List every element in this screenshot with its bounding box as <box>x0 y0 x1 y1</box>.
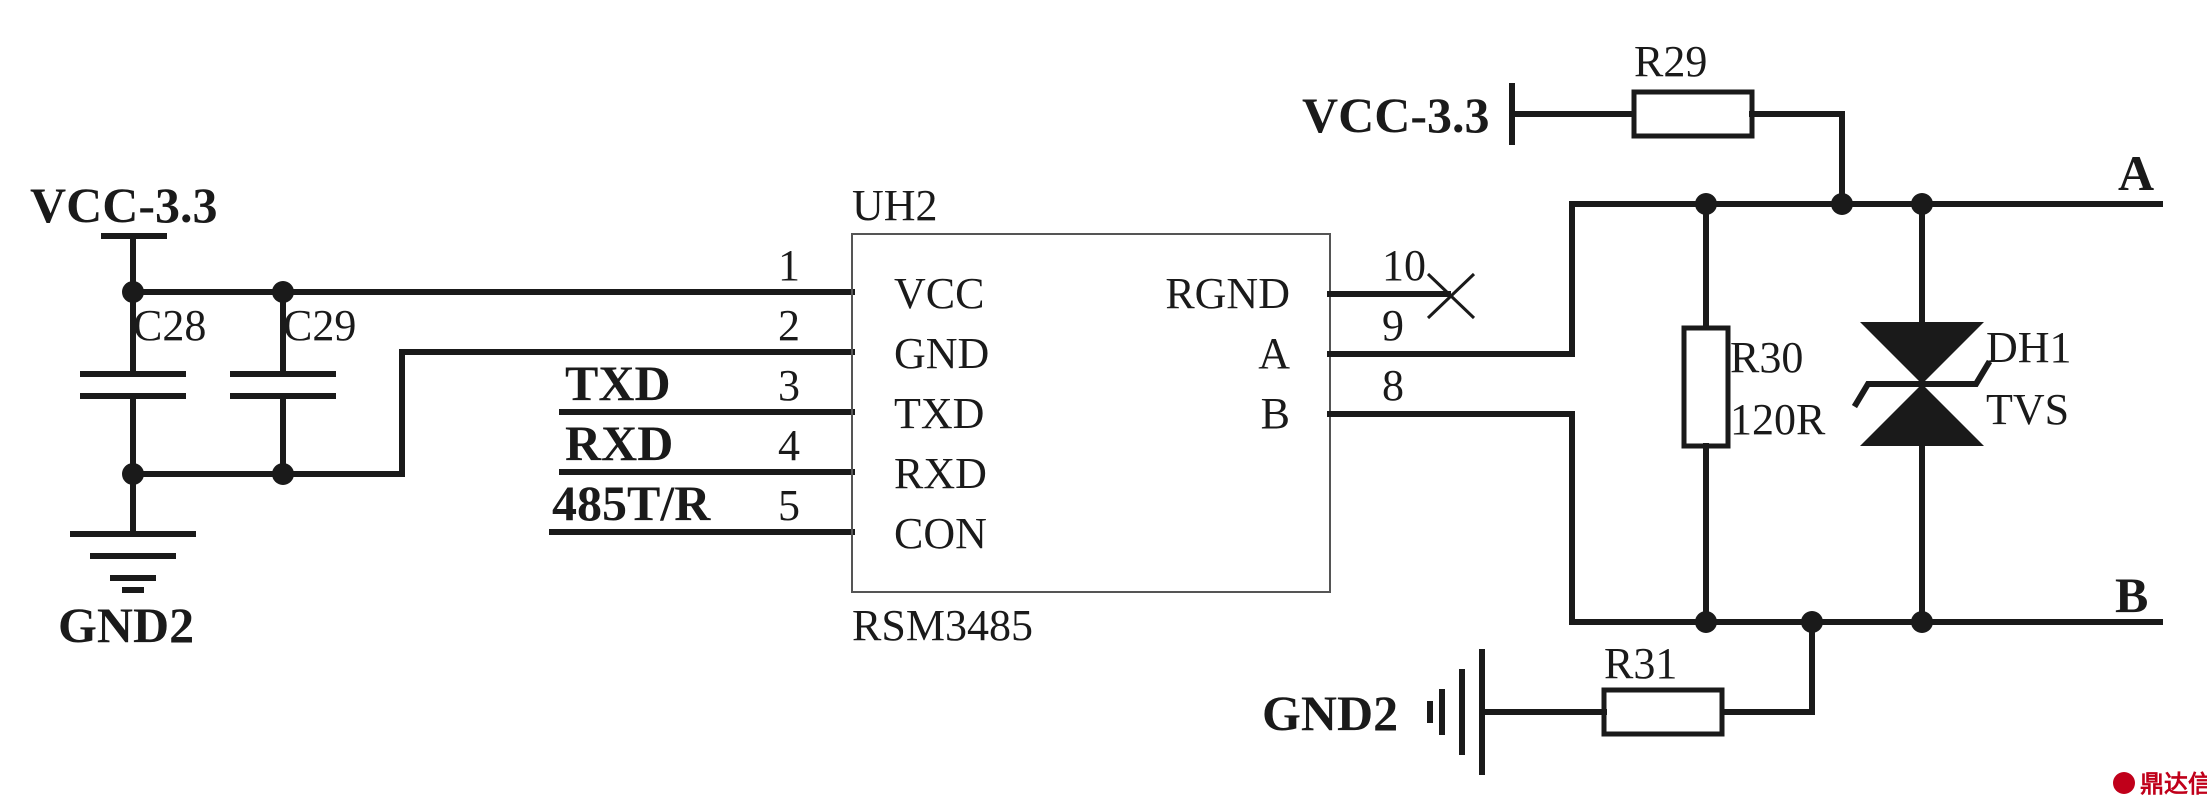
r30-label: R30 <box>1730 333 1803 382</box>
right-pin-wires: 10 9 8 A B <box>1327 145 2163 625</box>
pin-8-number: 8 <box>1382 361 1404 410</box>
junction-b-tvs <box>1911 611 1933 633</box>
pin-4-number: 4 <box>778 421 800 470</box>
left-power-section: VCC-3.3 C28 C29 <box>30 177 855 653</box>
output-b-label: B <box>2115 567 2148 623</box>
pin-1-number: 1 <box>778 241 800 290</box>
c28-label: C28 <box>133 301 206 350</box>
pin-vcc-name: VCC <box>894 269 984 318</box>
gnd-pin-wire <box>399 349 855 477</box>
junction-b-r30 <box>1695 611 1717 633</box>
dh1-label: DH1 <box>1986 323 2072 372</box>
pin-a-name: A <box>1258 329 1290 378</box>
pin-5-number: 5 <box>778 481 800 530</box>
resistor-r29: R29 VCC-3.3 <box>1302 37 1845 207</box>
junction-a-tvs <box>1911 193 1933 215</box>
tvs-bar <box>1851 359 1993 409</box>
watermark-text: 鼎达信 <box>2140 770 2207 798</box>
resistor-r30: R30 120R <box>1681 201 1826 625</box>
junction-c29-bottom <box>272 463 294 485</box>
line-a-wire <box>1327 201 2163 357</box>
left-signal-wires: TXD RXD 485T/R 1 2 3 4 5 <box>549 241 855 535</box>
resistor-r31: R31 <box>1479 619 1815 737</box>
no-connect-mark-2 <box>1426 272 1476 320</box>
pin-con-name: CON <box>894 509 987 558</box>
r31-label: R31 <box>1604 639 1677 688</box>
junction-a-r29 <box>1831 193 1853 215</box>
pin-rxd-name: RXD <box>894 449 987 498</box>
r29-label: R29 <box>1634 37 1707 86</box>
tvs-upper-triangle <box>1860 322 1984 384</box>
dh1-value: TVS <box>1986 385 2069 434</box>
con-net-label: 485T/R <box>552 475 711 531</box>
tvs-diode-dh1: DH1 TVS <box>1851 201 2072 625</box>
gnd-left-symbol <box>70 471 196 593</box>
ic-ref-label: UH2 <box>852 181 938 230</box>
gnd-left-label: GND2 <box>58 597 194 653</box>
capacitor-c28: C28 <box>80 289 206 477</box>
junction-a-r30 <box>1695 193 1717 215</box>
pin-3-number: 3 <box>778 361 800 410</box>
right-junctions <box>1695 193 1933 633</box>
pin-9-number: 9 <box>1382 301 1404 350</box>
c29-label: C29 <box>283 301 356 350</box>
r30-value: 120R <box>1730 395 1826 444</box>
tvs-lower-triangle <box>1860 384 1984 446</box>
pin-gnd-name: GND <box>894 329 989 378</box>
ic-uh2: UH2 RSM3485 VCC GND TXD RXD CON RGND A B <box>851 181 1331 650</box>
watermark-icon <box>2113 772 2135 794</box>
gnd-right-symbol <box>1427 649 1485 775</box>
pin-b-name: B <box>1261 389 1290 438</box>
capacitor-c29: C29 <box>230 289 356 477</box>
ic-part-label: RSM3485 <box>852 601 1033 650</box>
txd-net-label: TXD <box>565 355 671 411</box>
output-a-label: A <box>2118 145 2154 201</box>
watermark-logo: 鼎达信 <box>2113 770 2207 798</box>
line-b-wire <box>1327 411 2163 625</box>
pin-txd-name: TXD <box>894 389 984 438</box>
pin-10-number: 10 <box>1382 241 1426 290</box>
rxd-net-label: RXD <box>565 415 673 471</box>
vcc-left-label: VCC-3.3 <box>30 177 217 233</box>
pin-2-number: 2 <box>778 301 800 350</box>
vcc-right-label: VCC-3.3 <box>1302 87 1489 143</box>
pin-rgnd-name: RGND <box>1165 269 1290 318</box>
gnd-right-label: GND2 <box>1262 685 1398 741</box>
